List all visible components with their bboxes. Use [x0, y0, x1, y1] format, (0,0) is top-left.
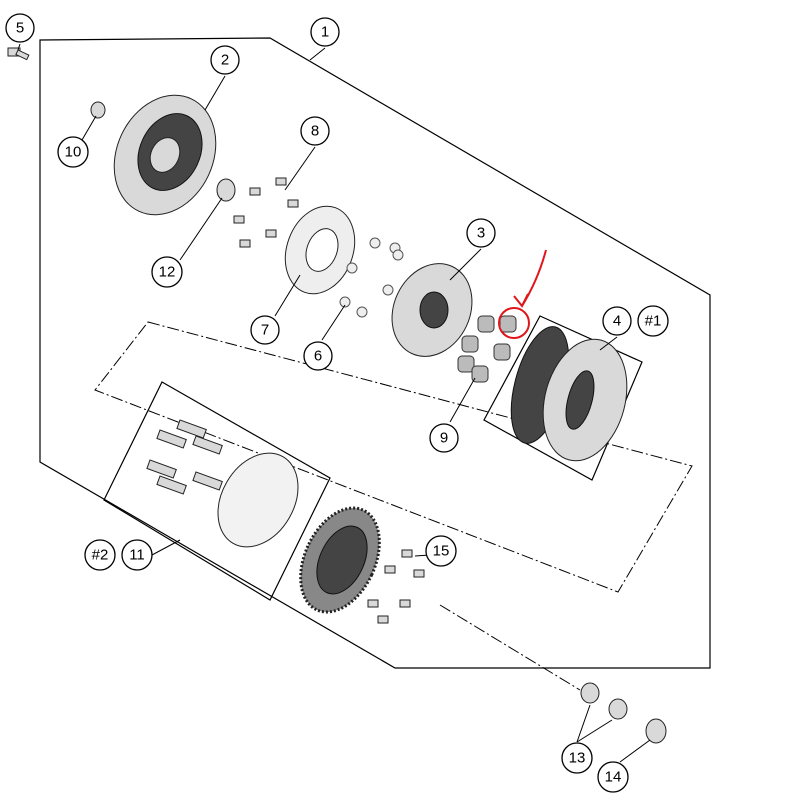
svg-text:5: 5: [16, 20, 24, 37]
svg-text:9: 9: [440, 430, 448, 447]
svg-text:1: 1: [321, 24, 329, 41]
callout-14: 14: [597, 761, 629, 793]
bushings-13: [580, 682, 628, 720]
springs-9: [457, 315, 517, 383]
primary-gear: [299, 506, 381, 614]
clutch-plates-4: [510, 326, 628, 462]
callout-7: 7: [250, 315, 280, 345]
svg-text:4: 4: [613, 313, 621, 330]
svg-text:6: 6: [314, 348, 322, 365]
callout-12: 12: [151, 256, 183, 288]
svg-text:13: 13: [569, 750, 586, 767]
washer-12: [216, 178, 236, 202]
highlight-annotation: [498, 249, 547, 339]
callout-10: 10: [57, 136, 89, 168]
pins-and-disc-11: [146, 419, 299, 548]
sleeve-14: [645, 718, 667, 744]
outer-clutch-basket: [113, 94, 217, 216]
callout-8: 8: [300, 116, 330, 146]
callout-9: 9: [429, 423, 459, 453]
callout-13: 13: [561, 742, 593, 774]
callout-6: 6: [303, 341, 333, 371]
kit-ref-1: #1: [637, 305, 669, 337]
bolt-5: [7, 47, 30, 61]
svg-text:8: 8: [311, 123, 319, 140]
pressure-plate-7: [284, 205, 356, 295]
balls-6: [339, 237, 404, 318]
callout-4: 4: [602, 306, 632, 336]
red-highlight-circle: [498, 307, 530, 339]
svg-text:2: 2: [221, 52, 229, 69]
svg-text:12: 12: [159, 264, 176, 281]
leader-lines: [17, 43, 651, 763]
kit-boundary: [94, 321, 693, 593]
callout-11: 11: [121, 539, 153, 571]
svg-text:15: 15: [433, 543, 450, 560]
screws-8: [233, 177, 299, 248]
callout-3: 3: [466, 218, 496, 248]
screws-15: [367, 549, 425, 624]
callout-1: 1: [310, 17, 340, 47]
pin-kit-box: [103, 381, 331, 601]
kit-ref-2: #2: [84, 539, 116, 571]
callout-2: 2: [210, 45, 240, 75]
svg-text:#1: #1: [645, 313, 662, 330]
axis-line: [439, 604, 581, 691]
svg-text:7: 7: [261, 322, 269, 339]
svg-text:10: 10: [65, 144, 82, 161]
svg-text:#2: #2: [92, 547, 109, 564]
inner-hub-3: [391, 263, 473, 357]
svg-text:3: 3: [477, 225, 485, 242]
svg-text:14: 14: [605, 769, 622, 786]
callout-15: 15: [425, 535, 457, 567]
washer-10: [90, 101, 106, 119]
assembly-outline: [39, 37, 711, 669]
svg-text:11: 11: [129, 547, 145, 564]
callout-5: 5: [5, 13, 35, 43]
